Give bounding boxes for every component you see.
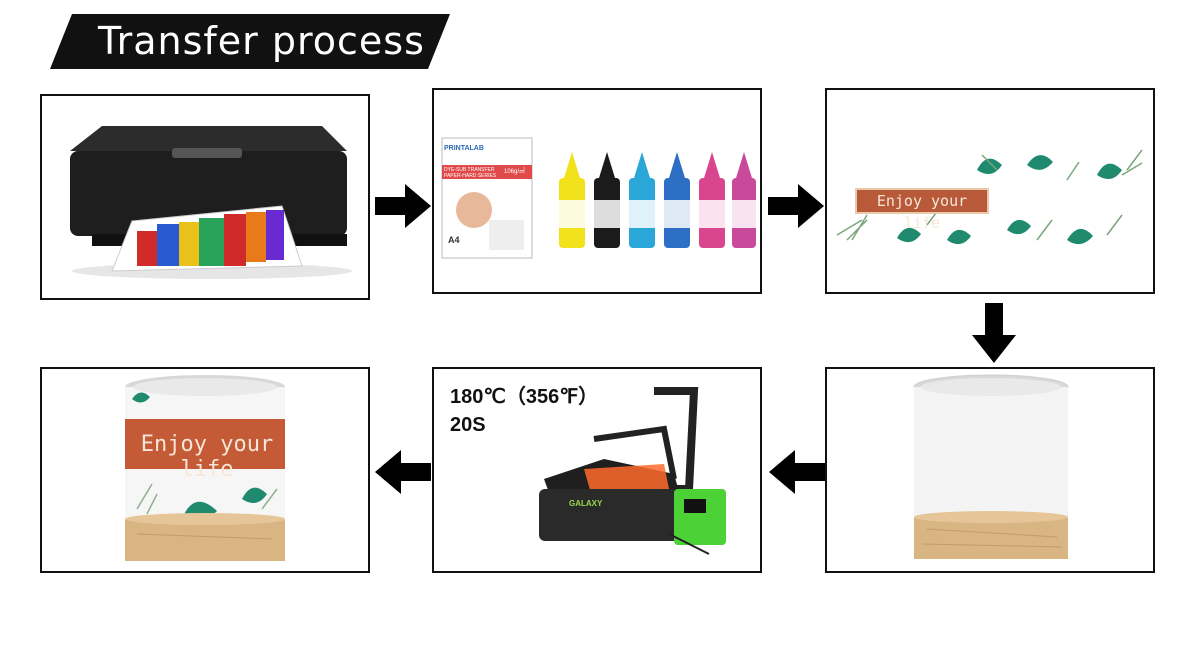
press-brand: GALAXY [569, 499, 602, 508]
transfer-label: Enjoy your life [855, 188, 989, 214]
paper-line-2: PAPER-HARD SERIES [444, 173, 504, 179]
arrow-down-icon [972, 303, 1016, 363]
ink-bottles [559, 152, 756, 248]
step-finished-mug: Enjoy your life [40, 367, 370, 573]
time-label: 20S [450, 412, 486, 438]
paper-size: A4 [448, 235, 460, 245]
arrow-left-icon [769, 450, 825, 494]
printer-icon [42, 96, 368, 298]
step-printed-transfer-paper: Enjoy your life [825, 88, 1155, 294]
step-heat-press: 180℃（356℉） 20S GALAXY [432, 367, 762, 573]
step-blank-mug [825, 367, 1155, 573]
step-printer [40, 94, 370, 300]
blank-mug-icon [827, 369, 1153, 573]
arrow-right-icon [375, 184, 431, 228]
step-paper-and-inks: PRINTALAB DYE-SUB TRANSFER PAPER-HARD SE… [432, 88, 762, 294]
sublimation-paper-and-ink-icon [434, 90, 760, 292]
paper-brand: PRINTALAB [444, 145, 532, 152]
mug-label: Enjoy your life [132, 432, 282, 482]
arrow-left-icon [375, 450, 431, 494]
temperature-label: 180℃（356℉） [450, 384, 598, 410]
paper-weight: 106g/㎡ [504, 166, 525, 175]
arrow-right-icon [768, 184, 824, 228]
page-title: Transfer process [98, 16, 425, 66]
